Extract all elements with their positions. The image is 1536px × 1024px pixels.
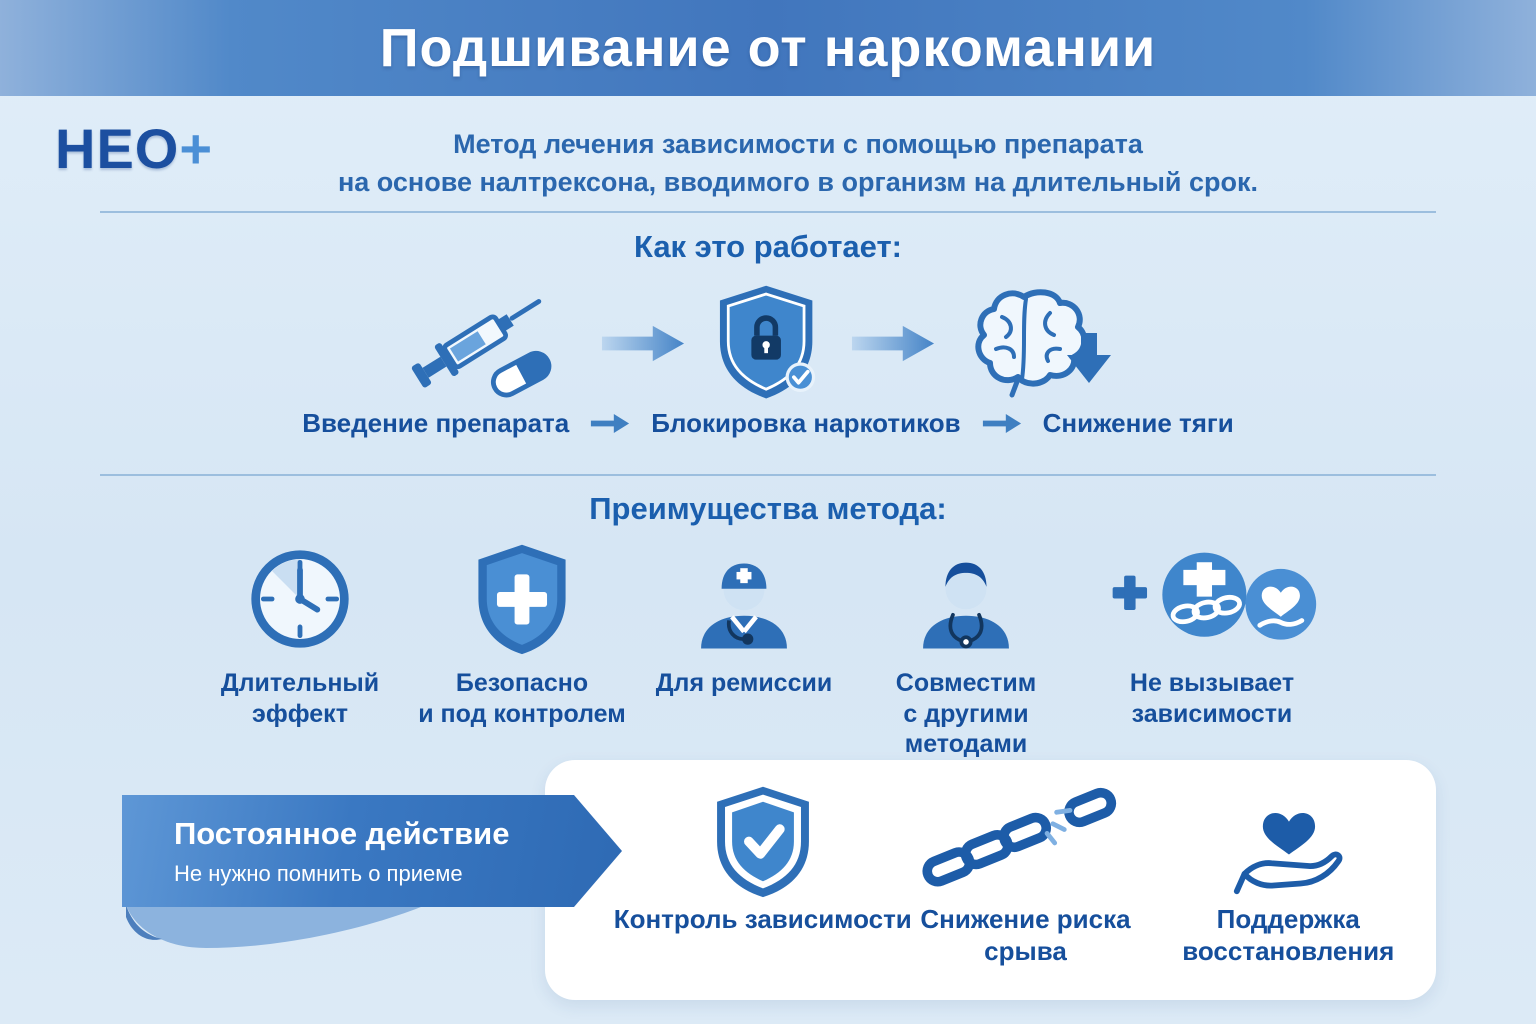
advantage-label: Не вызывает зависимости	[1129, 669, 1295, 728]
step-label-1: Введение препарата	[302, 408, 570, 438]
divider	[100, 474, 1436, 476]
shield-check-icon	[710, 786, 816, 897]
doctor-cap-icon	[688, 540, 800, 658]
step-label-2: Блокировка наркотиков	[651, 408, 961, 438]
brain-arrow-down-icon	[962, 283, 1137, 403]
how-it-works-steps	[0, 282, 1536, 404]
advantage-item: Длительный эффект	[189, 540, 411, 729]
advantage-item: Совместим с другими методами	[855, 540, 1077, 760]
page-title: Подшивание от наркомании	[379, 18, 1157, 78]
arrow-right-icon	[600, 322, 686, 365]
bottom-label: Снижение риска срыва	[920, 904, 1131, 966]
advantages-heading: Преимущества метода:	[589, 491, 947, 526]
step-label-3: Снижение тяги	[1042, 408, 1234, 438]
no-addiction-icon	[1105, 540, 1320, 658]
header-banner: Подшивание от наркомании	[0, 0, 1536, 96]
bottom-label: Контроль зависимости	[613, 904, 912, 934]
broken-chain-icon	[913, 786, 1138, 896]
hand-heart-icon	[1225, 786, 1351, 896]
bottom-item: Поддержка восстановления	[1163, 786, 1413, 967]
advantage-label: Безопасно и под контролем	[418, 669, 626, 728]
shield-cross-icon	[471, 540, 573, 658]
bottom-panel: Контроль зависимости	[545, 760, 1436, 1000]
intro-line: Метод лечения зависимости с помощью преп…	[453, 129, 1143, 159]
permanent-effect-ribbon: Постоянное действие Не нужно помнить о п…	[122, 795, 622, 907]
plus-icon: +	[179, 117, 214, 180]
how-it-works-heading: Как это работает:	[634, 229, 902, 264]
arrow-right-icon	[850, 322, 936, 365]
neo-logo: НЕО+	[55, 116, 213, 181]
advantage-label: Для ремиссии	[655, 669, 833, 697]
clock-icon	[247, 540, 353, 658]
ribbon-subtitle: Не нужно помнить о приеме	[174, 860, 463, 886]
advantage-label: Совместим с другими методами	[895, 669, 1037, 758]
intro-description: Метод лечения зависимости с помощью преп…	[200, 126, 1396, 202]
advantage-item: Не вызывает зависимости	[1077, 540, 1347, 729]
advantage-item: Для ремиссии	[633, 540, 855, 699]
advantage-item: Безопасно и под контролем	[411, 540, 633, 729]
bottom-label: Поддержка восстановления	[1182, 904, 1395, 966]
logo-text: НЕО	[55, 117, 180, 180]
bottom-item: Снижение риска срыва	[901, 786, 1151, 967]
ribbon-fold	[126, 905, 426, 949]
syringe-pill-icon	[399, 283, 574, 403]
arrow-right-icon	[981, 413, 1023, 434]
advantages-row: Длительный эффект Безопасно и под контро…	[0, 540, 1536, 760]
intro-line: на основе налтрексона, вводимого в орган…	[337, 166, 1259, 197]
doctor-stethoscope-icon	[910, 540, 1022, 658]
shield-lock-icon	[712, 282, 824, 404]
divider	[100, 211, 1436, 213]
arrow-right-icon	[589, 413, 631, 434]
how-it-works-labels: Введение препарата Блокировка наркотиков…	[0, 408, 1536, 439]
bottom-item: Контроль зависимости	[614, 786, 912, 936]
advantage-label: Длительный эффект	[220, 669, 380, 728]
ribbon-title: Постоянное действие	[174, 815, 510, 851]
